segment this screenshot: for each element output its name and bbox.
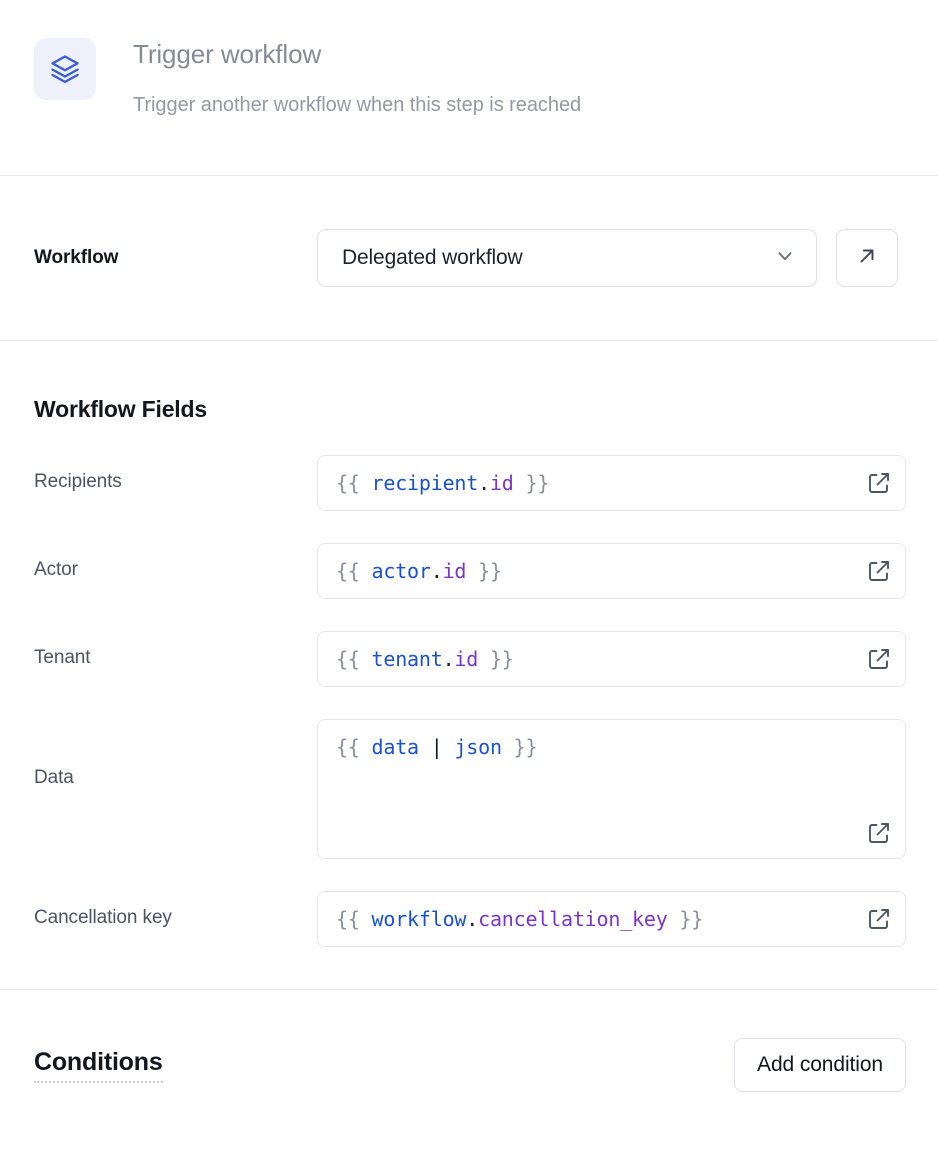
field-label: Actor — [34, 559, 78, 580]
external-link-icon[interactable] — [867, 647, 891, 671]
external-link-icon[interactable] — [867, 559, 891, 583]
field-input[interactable]: {{ tenant.id }} — [317, 631, 906, 687]
field-liquid-expression: {{ actor.id }} — [336, 559, 502, 583]
workflow-fields-list: Recipients {{ recipient.id }} Actor {{ acto… — [34, 423, 906, 947]
field-row: Cancellation key {{ workflow.cancellation… — [34, 859, 906, 947]
field-input[interactable]: {{ workflow.cancellation_key }} — [317, 891, 906, 947]
panel-header-text: Trigger workflow Trigger another workflo… — [96, 34, 581, 117]
field-row: Data {{ data | json }} — [34, 687, 906, 859]
workflow-label: Workflow — [34, 247, 119, 268]
page-title: Trigger workflow — [133, 39, 322, 69]
field-input[interactable]: {{ recipient.id }} — [317, 455, 906, 511]
workflow-row: Workflow Delegated workflow — [0, 176, 938, 340]
field-input[interactable]: {{ data | json }} — [317, 719, 906, 859]
workflow-select-value: Delegated workflow — [342, 246, 523, 269]
field-liquid-expression: {{ recipient.id }} — [336, 471, 550, 495]
field-row: Tenant {{ tenant.id }} — [34, 599, 906, 687]
open-workflow-button[interactable] — [836, 229, 898, 287]
panel-header: Trigger workflow Trigger another workflo… — [0, 0, 938, 175]
layers-stack-icon — [34, 38, 96, 100]
field-input[interactable]: {{ actor.id }} — [317, 543, 906, 599]
divider-header — [0, 175, 938, 176]
external-link-icon[interactable] — [867, 471, 891, 495]
external-link-icon[interactable] — [867, 821, 891, 845]
arrow-up-right-icon — [856, 245, 878, 272]
field-row: Recipients {{ recipient.id }} — [34, 423, 906, 511]
page-subtitle: Trigger another workflow when this step … — [133, 93, 582, 116]
field-label: Tenant — [34, 647, 91, 668]
external-link-icon[interactable] — [867, 907, 891, 931]
conditions-title: Conditions — [34, 1048, 163, 1083]
divider-workflow — [0, 340, 938, 341]
conditions-section: Conditions Add condition — [0, 990, 938, 1140]
divider-fields — [0, 989, 938, 990]
field-liquid-expression: {{ workflow.cancellation_key }} — [336, 907, 704, 931]
field-row: Actor {{ actor.id }} — [34, 511, 906, 599]
field-liquid-expression: {{ tenant.id }} — [336, 647, 514, 671]
field-liquid-expression: {{ data | json }} — [336, 735, 538, 759]
workflow-select[interactable]: Delegated workflow — [317, 229, 817, 287]
add-condition-button[interactable]: Add condition — [734, 1038, 906, 1092]
field-label: Data — [34, 767, 74, 788]
workflow-fields-section: Workflow Fields Recipients {{ recipient.i… — [0, 341, 938, 947]
field-label: Recipients — [34, 471, 122, 492]
chevron-down-icon — [774, 245, 796, 272]
field-label: Cancellation key — [34, 907, 172, 928]
workflow-fields-title: Workflow Fields — [34, 396, 207, 422]
